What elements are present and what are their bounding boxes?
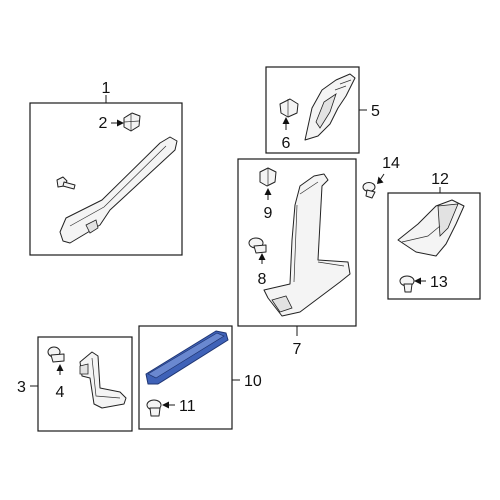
arrow-8 (258, 253, 266, 260)
group-box-7: 7 9 8 (237, 158, 357, 358)
group-box-3: 3 4 (17, 336, 133, 432)
callout-6: 6 (282, 135, 291, 152)
arrow-9 (264, 188, 272, 195)
screw-part (56, 176, 76, 190)
leader-14 (379, 173, 385, 181)
clip-part-2 (123, 112, 141, 132)
clip-part-8 (248, 237, 267, 254)
callout-4: 4 (56, 384, 65, 401)
callout-3: 3 (17, 379, 26, 396)
callout-7: 7 (293, 341, 302, 358)
callout-2: 2 (99, 115, 108, 132)
box-3-frame (37, 336, 133, 432)
group-box-5: 5 6 (265, 66, 380, 154)
box-12-frame (387, 192, 481, 300)
clip-part-6 (279, 98, 299, 118)
group-callout-14: 14 (362, 155, 400, 199)
callout-1: 1 (102, 80, 111, 97)
b-pillar-lower-trim (263, 173, 351, 317)
callout-13: 13 (430, 274, 448, 291)
clip-part-11 (146, 399, 162, 417)
arrow-4 (56, 364, 64, 371)
screw-part-13 (399, 275, 415, 293)
clip-part-9 (259, 167, 277, 187)
arrow-2 (117, 119, 124, 127)
sill-plate-highlighted (145, 330, 229, 385)
arrow-14 (377, 176, 384, 184)
arrow-11 (162, 401, 169, 409)
arrow-6 (282, 117, 290, 124)
callout-10: 10 (244, 373, 262, 390)
callout-12: 12 (431, 171, 449, 188)
lower-trim (79, 351, 127, 409)
a-pillar-trim (59, 136, 178, 244)
callout-5: 5 (371, 103, 380, 120)
rear-pillar-trim (397, 199, 465, 257)
b-pillar-upper-trim (304, 73, 356, 141)
group-box-12: 12 13 (387, 171, 481, 300)
callout-9: 9 (264, 205, 273, 222)
group-box-1: 1 2 (29, 80, 183, 256)
callout-8: 8 (258, 271, 267, 288)
callout-11: 11 (179, 398, 196, 415)
box-10-frame (138, 325, 233, 430)
clip-part-4 (47, 346, 65, 363)
group-box-10: 10 11 (138, 325, 262, 430)
arrow-13 (414, 277, 421, 285)
callout-14: 14 (382, 155, 400, 172)
screw-part-14 (362, 182, 376, 199)
